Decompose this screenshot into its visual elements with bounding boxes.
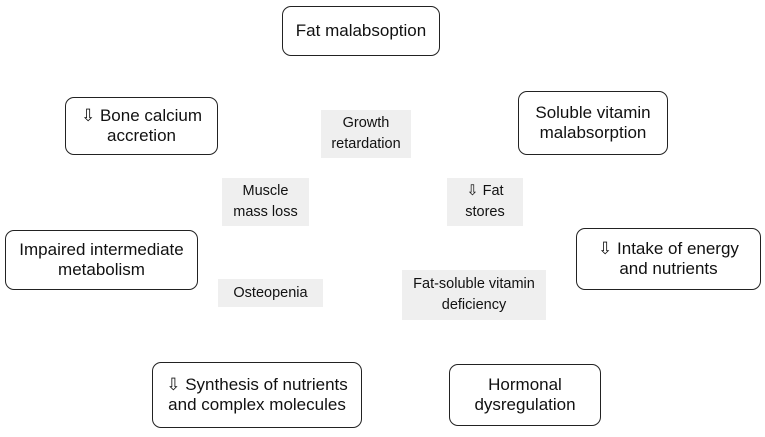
growth-retardation-label: Growth retardation	[321, 110, 411, 158]
fat-soluble-vitamin-deficiency-label: Fat-soluble vitamin deficiency	[402, 270, 546, 320]
impaired-intermediate-metabolism-box: Impaired intermediate metabolism	[5, 230, 198, 290]
synthesis-nutrients-box: ⇩ Synthesis of nutrients and complex mol…	[152, 362, 362, 428]
soluble-vitamin-malabsorption-box: Soluble vitamin malabsorption	[518, 91, 668, 155]
bone-calcium-accretion-box: ⇩ Bone calcium accretion	[65, 97, 218, 155]
fat-stores-label: ⇩ Fat stores	[447, 178, 523, 226]
osteopenia-label: Osteopenia	[218, 279, 323, 307]
intake-energy-nutrients-box: ⇩ Intake of energy and nutrients	[576, 228, 761, 290]
hormonal-dysregulation-box: Hormonal dysregulation	[449, 364, 601, 426]
fat-malabsorption-box: Fat malabsoption	[282, 6, 440, 56]
muscle-mass-loss-label: Muscle mass loss	[222, 178, 309, 226]
